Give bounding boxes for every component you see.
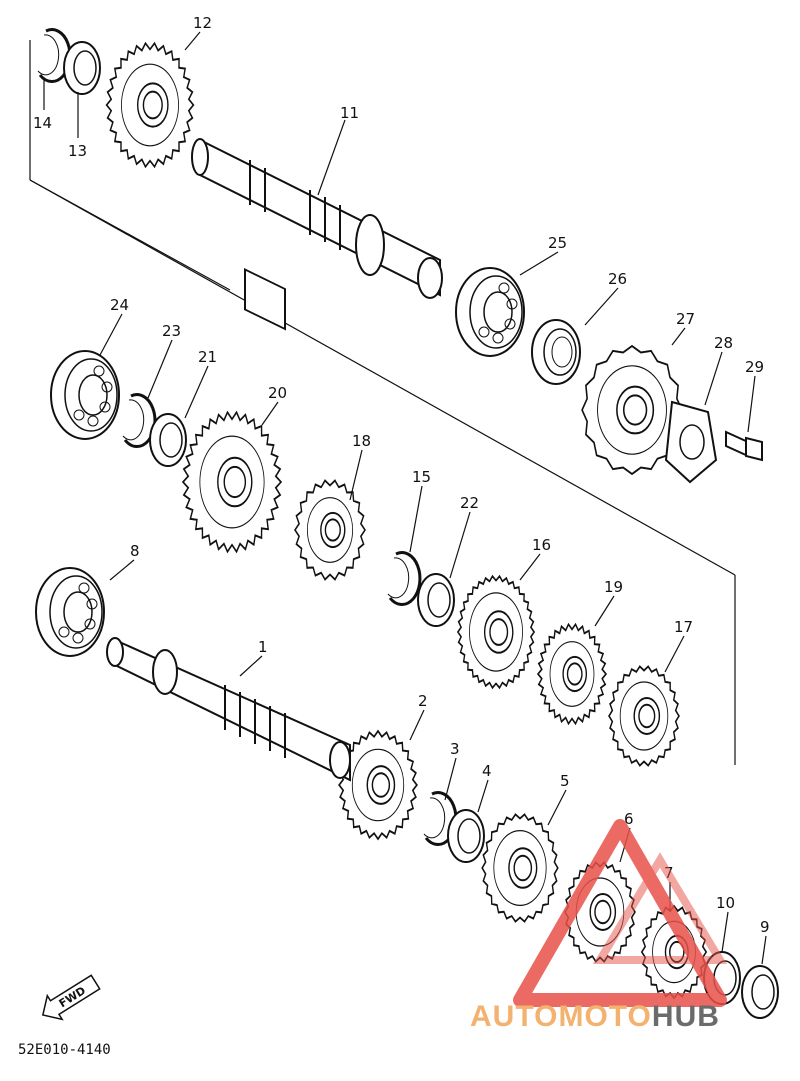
callout-9: 9 bbox=[760, 918, 770, 936]
callout-8: 8 bbox=[130, 542, 140, 560]
callout-14: 14 bbox=[33, 114, 52, 132]
callout-1: 1 bbox=[258, 638, 268, 656]
callout-13: 13 bbox=[68, 142, 87, 160]
callout-12: 12 bbox=[193, 14, 212, 32]
part-12-gear bbox=[105, 41, 195, 169]
callout-3: 3 bbox=[450, 740, 460, 758]
part-19-gear bbox=[536, 622, 608, 726]
part-5-gear bbox=[481, 813, 559, 923]
callout-27: 27 bbox=[676, 310, 695, 328]
part-21-washer bbox=[149, 413, 187, 467]
callout-22: 22 bbox=[460, 494, 479, 512]
part-24-bearing bbox=[50, 350, 120, 440]
callout-5: 5 bbox=[560, 772, 570, 790]
callout-28: 28 bbox=[714, 334, 733, 352]
group-outline-lines bbox=[29, 40, 736, 765]
part-1-axle bbox=[106, 637, 351, 782]
callout-2: 2 bbox=[418, 692, 428, 710]
diagram-code: 52E010-4140 bbox=[18, 1042, 111, 1058]
part-15-circlip bbox=[386, 551, 422, 607]
part-25-bearing bbox=[455, 267, 525, 357]
callout-15: 15 bbox=[412, 468, 431, 486]
callout-16: 16 bbox=[532, 536, 551, 554]
part-17-gear bbox=[608, 665, 680, 767]
callout-17: 17 bbox=[674, 618, 693, 636]
part-7-gear bbox=[640, 904, 708, 1000]
callout-18: 18 bbox=[352, 432, 371, 450]
callout-26: 26 bbox=[608, 270, 627, 288]
part-28-lock-washer bbox=[664, 400, 718, 484]
part-11-axle bbox=[191, 138, 443, 331]
part-8-bearing bbox=[35, 567, 105, 657]
part-4-washer bbox=[447, 809, 485, 863]
leader-lines bbox=[43, 31, 767, 965]
callout-19: 19 bbox=[604, 578, 623, 596]
part-13-washer bbox=[63, 41, 101, 95]
callout-6: 6 bbox=[624, 810, 634, 828]
callout-20: 20 bbox=[268, 384, 287, 402]
callout-labels: 12 14 13 11 25 26 27 28 29 24 23 21 20 1… bbox=[33, 14, 770, 936]
watermark-logo-icon bbox=[513, 819, 728, 1007]
part-27-sprocket bbox=[581, 344, 683, 476]
part-18-gear bbox=[294, 479, 366, 581]
part-16-gear bbox=[456, 574, 536, 690]
callout-24: 24 bbox=[110, 296, 129, 314]
callout-11: 11 bbox=[340, 104, 359, 122]
part-9-washer bbox=[741, 965, 779, 1019]
callout-4: 4 bbox=[482, 762, 492, 780]
callout-23: 23 bbox=[162, 322, 181, 340]
watermark-text: AUTOMOTOHUB bbox=[470, 1000, 720, 1033]
part-29-bolt bbox=[725, 430, 763, 462]
callout-25: 25 bbox=[548, 234, 567, 252]
fwd-arrow-icon: FWD bbox=[41, 974, 101, 1021]
callout-29: 29 bbox=[745, 358, 764, 376]
part-2-gear bbox=[338, 729, 418, 841]
part-20-gear bbox=[181, 410, 283, 554]
part-26-oil-seal bbox=[531, 319, 581, 385]
part-22-washer bbox=[417, 573, 455, 627]
callout-21: 21 bbox=[198, 348, 217, 366]
gear-parts bbox=[105, 41, 708, 1000]
callout-10: 10 bbox=[716, 894, 735, 912]
